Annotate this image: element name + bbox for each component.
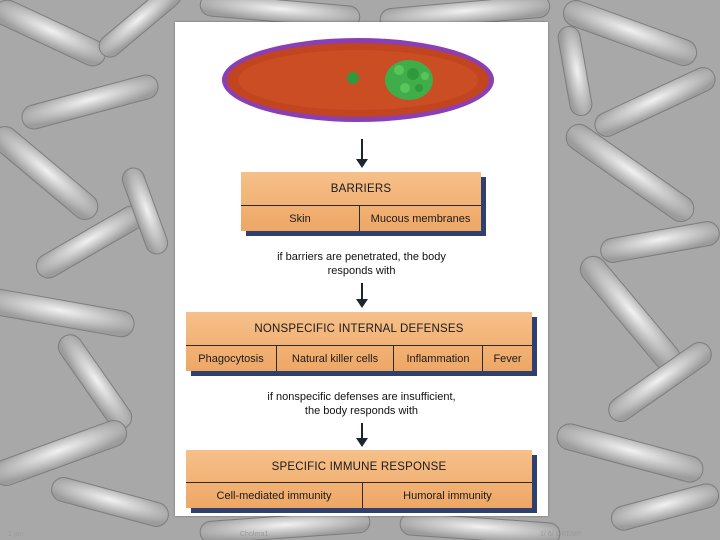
defense-item-phagocytosis: Phagocytosis [186, 346, 277, 371]
bacterium-illustration [222, 38, 494, 122]
small-granule [347, 72, 359, 84]
barriers-items-row: Skin Mucous membranes [241, 205, 481, 231]
specific-items-row: Cell-mediated immunity Humoral immunity [186, 482, 532, 508]
footer-page-info: 1/ 6/ 0 REMP [540, 531, 582, 538]
caption-line: if barriers are penetrated, the body [277, 251, 446, 263]
arrow-down-icon [361, 283, 363, 299]
specific-immune-response-box: SPECIFIC IMMUNE RESPONSE Cell-mediated i… [186, 450, 532, 508]
response-item-cell-mediated-immunity: Cell-mediated immunity [186, 483, 363, 508]
specific-immune-response-title: SPECIFIC IMMUNE RESPONSE [271, 460, 447, 473]
nonspecific-defenses-title: NONSPECIFIC INTERNAL DEFENSES [254, 323, 464, 335]
barriers-box: BARRIERS Skin Mucous membranes [241, 172, 481, 231]
defense-item-inflammation: Inflammation [394, 346, 483, 371]
arrow-head-icon [356, 159, 368, 168]
nonspecific-defenses-box: NONSPECIFIC INTERNAL DEFENSES Phagocytos… [186, 312, 532, 371]
defense-item-fever: Fever [493, 352, 522, 365]
caption-line: if nonspecific defenses are insufficient… [267, 391, 456, 403]
nonspecific-items-row: Phagocytosis Natural killer cells Inflam… [186, 345, 532, 371]
defense-item-natural-killer-cells: Natural killer cells [277, 346, 394, 371]
caption-barriers-penetrated: if barriers are penetrated, the body res… [175, 250, 548, 278]
response-item-humoral-immunity: Humoral immunity [403, 489, 492, 502]
nucleus-cluster [385, 60, 433, 100]
barrier-item-mucous-membranes: Mucous membranes [370, 212, 471, 225]
barrier-item-skin: Skin [241, 206, 360, 231]
slide-footer: 1 jan Cholera1 1/ 6/ 0 REMP [0, 524, 720, 540]
arrow-down-icon [361, 139, 363, 159]
arrow-head-icon [356, 299, 368, 308]
diagram-panel: BARRIERS Skin Mucous membranes if barrie… [175, 22, 548, 516]
footer-date: 1 jan [8, 531, 24, 538]
footer-title: Cholera1 [240, 531, 269, 538]
caption-nonspecific-insufficient: if nonspecific defenses are insufficient… [175, 390, 548, 418]
caption-line: the body responds with [304, 405, 419, 417]
arrow-head-icon [356, 438, 368, 447]
caption-line: responds with [327, 265, 396, 277]
arrow-down-icon [361, 423, 363, 438]
barriers-title: BARRIERS [330, 183, 392, 195]
